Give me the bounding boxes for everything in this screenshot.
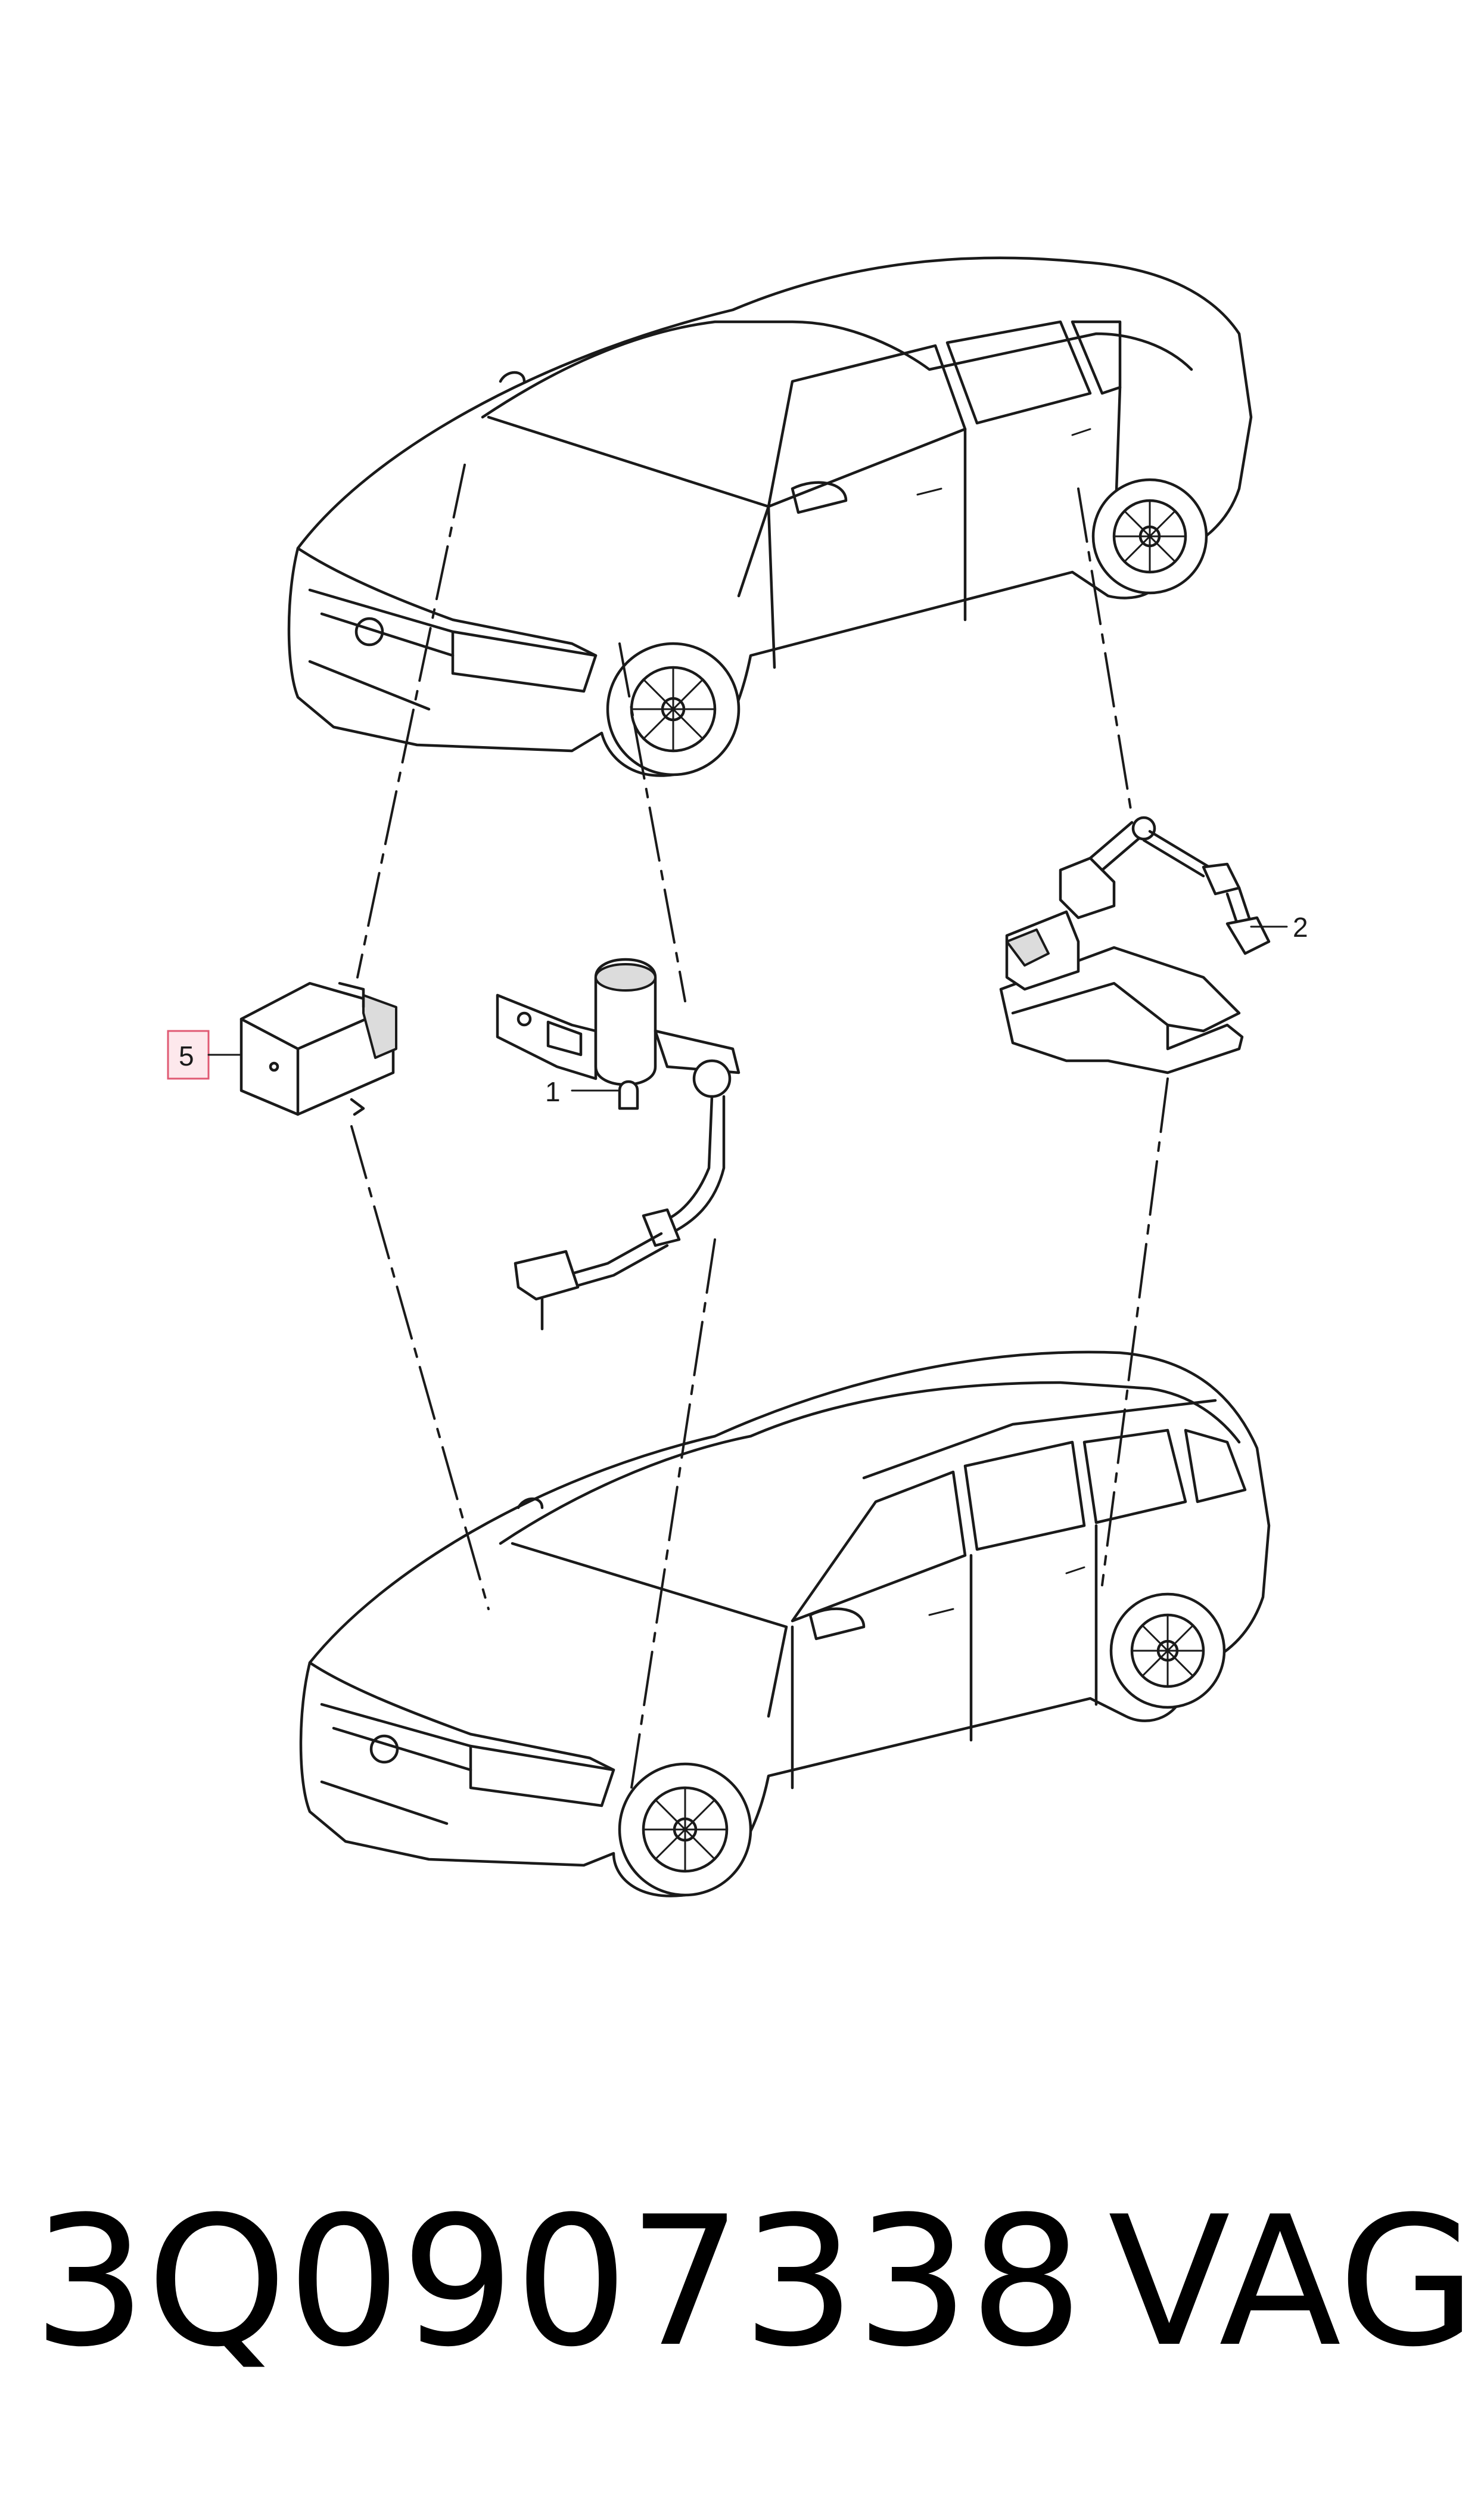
callout-5: 5: [167, 1030, 242, 1080]
part-number: 3Q0907338: [33, 2178, 1084, 2386]
callout-5-label: 5: [179, 1040, 194, 1071]
callout-1-label: 1: [545, 1076, 561, 1107]
control-unit-part: [239, 981, 397, 1116]
callout-1: 1: [545, 1076, 621, 1107]
callout-2: 2: [1250, 912, 1308, 943]
estate-illustration: [299, 1350, 1271, 1897]
brand-label: VAG: [1108, 2178, 1477, 2386]
rear-level-sensor-part: [999, 816, 1271, 1074]
leader-lines: [350, 464, 1169, 1789]
callout-2-label: 2: [1293, 912, 1308, 943]
sedan-illustration: [287, 256, 1253, 777]
front-level-sensor-part: [496, 958, 741, 1331]
